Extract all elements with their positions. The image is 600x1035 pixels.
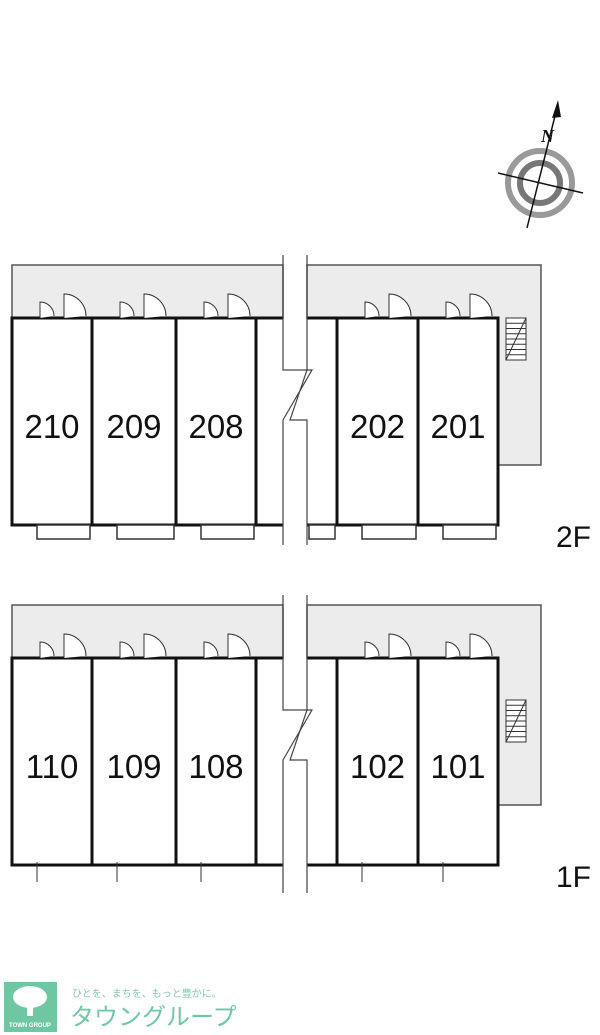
break-line: [282, 595, 314, 893]
door-icon: [445, 301, 461, 318]
door-icon: [388, 633, 412, 658]
balcony: [442, 524, 497, 540]
unit-number: 209: [106, 408, 161, 445]
balcony: [308, 524, 336, 540]
unit-outline: [90, 656, 178, 867]
door-icon: [203, 301, 219, 318]
balcony: [116, 524, 175, 540]
door-icon: [445, 641, 461, 658]
unit-201: 201: [416, 293, 500, 540]
unit-110: 110: [10, 633, 94, 882]
unit-number: 110: [26, 748, 79, 785]
door-icon: [227, 633, 251, 658]
unit-outline: [10, 316, 94, 527]
unit-209: 209: [90, 293, 178, 540]
compass-ring: [517, 160, 563, 206]
town-group-logo: TOWN GROUP ひとを、まちを、もっと豊かに。 タウングループ: [4, 982, 237, 1032]
compass-icon: N: [497, 100, 584, 229]
unit-number: 109: [106, 748, 161, 785]
door-icon: [227, 293, 251, 318]
partial-unit: [307, 316, 337, 527]
door-icon: [63, 293, 87, 318]
break-line: [289, 255, 308, 545]
door-icon: [364, 301, 380, 318]
compass-ring: [505, 148, 575, 218]
unit-number: 208: [188, 408, 243, 445]
north-arrow-icon: [552, 100, 561, 118]
unit-outline: [335, 656, 420, 867]
unit-208: 208: [174, 293, 258, 540]
tree-trunk: [27, 1004, 33, 1016]
unit-outline: [174, 316, 258, 527]
unit-number: 102: [350, 748, 405, 785]
unit-210: 210: [10, 293, 94, 540]
floor-2f: 210 209 208 202 201 2F: [10, 255, 591, 554]
compass-axis: [497, 172, 584, 194]
floor-label: 1F: [556, 861, 591, 894]
unit-109: 109: [90, 633, 178, 882]
unit-number: 210: [24, 408, 79, 445]
balcony: [200, 524, 255, 540]
compass-axis: [526, 111, 557, 229]
balcony: [36, 524, 91, 540]
staircase-icon: [505, 317, 527, 361]
unit-108: 108: [174, 633, 258, 882]
unit-outline: [416, 316, 500, 527]
unit-number: 201: [430, 408, 485, 445]
unit-outline: [174, 656, 258, 867]
door-icon: [63, 633, 87, 658]
unit-number: 202: [350, 408, 405, 445]
stair-line: [505, 317, 527, 361]
floor-1f: 110 109 108 102 101 1F: [10, 595, 591, 894]
floor-label: 2F: [556, 521, 591, 554]
door-icon: [388, 293, 412, 318]
break-line: [289, 595, 308, 893]
door-icon: [143, 633, 167, 658]
logo-brand: タウングループ: [70, 1003, 237, 1031]
unit-number: 108: [188, 748, 243, 785]
tree-icon: [13, 986, 47, 1016]
unit-number: 101: [430, 748, 485, 785]
door-icon: [203, 641, 219, 658]
unit-outline: [416, 656, 500, 867]
tree-crown: [13, 986, 47, 1008]
door-icon: [364, 641, 380, 658]
partial-unit: [254, 316, 283, 527]
partial-unit: [254, 656, 283, 867]
unit-202: 202: [335, 293, 420, 540]
logo-english: TOWN GROUP: [9, 1023, 51, 1029]
door-icon: [119, 301, 135, 318]
door-icon: [39, 301, 55, 318]
door-icon: [119, 641, 135, 658]
partial-unit: [307, 656, 337, 867]
break-line: [282, 255, 314, 545]
door-icon: [39, 641, 55, 658]
unit-101: 101: [416, 633, 500, 882]
stair-line: [505, 699, 527, 743]
door-icon: [469, 293, 493, 318]
logo-tagline: ひとを、まちを、もっと豊かに。: [72, 987, 222, 1000]
unit-102: 102: [335, 633, 420, 882]
door-icon: [143, 293, 167, 318]
staircase-icon: [505, 699, 527, 743]
door-icon: [469, 633, 493, 658]
balcony: [361, 524, 417, 540]
north-label: N: [540, 126, 555, 146]
